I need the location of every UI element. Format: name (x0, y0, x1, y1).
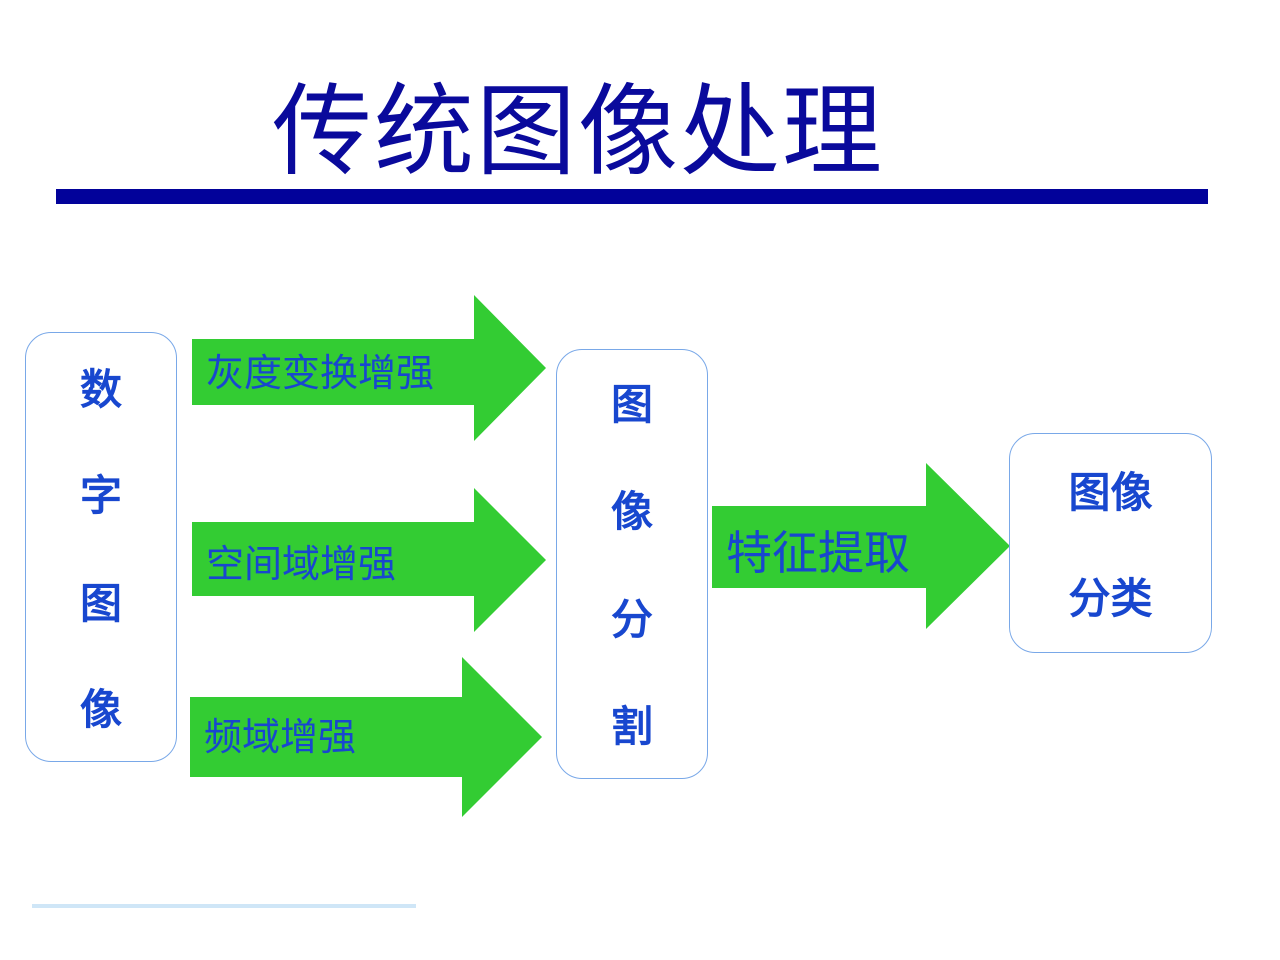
arrow-gray-transform (192, 295, 548, 441)
arrow-shape (192, 488, 546, 632)
node-line: 图像 (1068, 468, 1153, 517)
arrow-label-gray: 灰度变换增强 (206, 351, 435, 395)
node-char: 字 (79, 471, 122, 520)
footer-divider (32, 904, 416, 908)
node-image-classification: 图像 分类 (1009, 433, 1212, 653)
node-char: 图 (610, 380, 653, 429)
node-char: 分 (610, 595, 653, 644)
arrow-shape (192, 295, 546, 441)
slide-title: 传统图像处理 (272, 73, 884, 190)
node-char: 数 (79, 365, 122, 414)
node-digital-image: 数 字 图 像 (25, 332, 177, 762)
node-char: 割 (610, 702, 653, 751)
node-char: 像 (610, 487, 653, 536)
node-char: 像 (79, 685, 122, 734)
arrow-frequency-domain (190, 657, 546, 819)
arrow-label-feature: 特征提取 (726, 526, 910, 580)
node-char: 图 (79, 579, 122, 628)
arrow-shape (712, 463, 1010, 629)
node-line: 分类 (1068, 574, 1153, 623)
title-underline (56, 189, 1208, 204)
arrow-label-spatial: 空间域增强 (206, 542, 397, 586)
arrow-feature-extraction (712, 463, 1012, 631)
node-image-segmentation: 图 像 分 割 (556, 349, 708, 779)
arrow-shape (190, 657, 542, 817)
arrow-spatial-domain (192, 488, 548, 634)
arrow-label-frequency: 频域增强 (204, 715, 357, 759)
